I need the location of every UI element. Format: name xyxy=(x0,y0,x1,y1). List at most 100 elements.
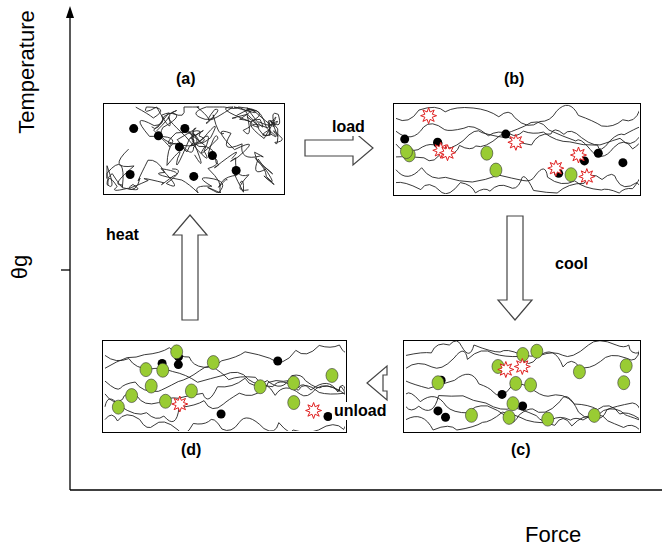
polymer-chain xyxy=(167,129,237,187)
frozen-segment xyxy=(620,359,632,373)
crosslink-dot xyxy=(400,135,409,144)
active-segment xyxy=(508,134,524,150)
polymer-chain xyxy=(396,130,639,161)
crosslink-dot xyxy=(518,402,527,411)
polymer-chain xyxy=(152,107,260,134)
state-box: (a) xyxy=(103,103,285,195)
process-arrow xyxy=(173,215,207,320)
frozen-segment xyxy=(573,365,585,379)
process-arrow xyxy=(367,366,387,400)
polymer-chain xyxy=(396,168,639,193)
active-segment xyxy=(440,145,456,161)
polymer-chain xyxy=(396,105,639,126)
polymer-network xyxy=(404,341,639,431)
state-label: (d) xyxy=(181,441,201,459)
frozen-segment xyxy=(525,378,537,392)
edge-label: load xyxy=(330,118,367,136)
polymer-chain xyxy=(108,160,244,193)
axis-tick xyxy=(61,269,70,270)
crosslink-dot xyxy=(126,170,135,179)
crosslink-dot xyxy=(174,360,183,369)
frozen-segment xyxy=(510,376,522,390)
crosslink-dot xyxy=(498,390,507,399)
polymer-network xyxy=(103,341,345,431)
frozen-segment xyxy=(503,410,515,424)
polymer-network xyxy=(394,104,639,194)
crosslink-dot xyxy=(594,149,603,158)
state-box: (b) xyxy=(393,103,641,196)
frozen-segment xyxy=(140,363,152,377)
crosslink-dot xyxy=(217,410,226,419)
frozen-segment xyxy=(490,163,502,177)
axis-arrowhead xyxy=(66,6,74,18)
active-segment xyxy=(421,108,437,124)
frozen-segment xyxy=(185,384,197,398)
polymer-chain xyxy=(406,412,639,430)
crosslink-dot xyxy=(441,413,450,422)
active-segment xyxy=(571,147,587,163)
active-segment xyxy=(579,169,595,185)
frozen-segment xyxy=(207,356,219,370)
frozen-segment xyxy=(465,408,477,422)
frozen-segment xyxy=(112,400,124,414)
crosslink-dot xyxy=(232,166,241,175)
frozen-segment xyxy=(288,376,300,390)
frozen-segment xyxy=(400,145,412,159)
temperature-axis xyxy=(69,14,70,490)
crosslink-dot xyxy=(189,172,198,181)
polymer-chain xyxy=(396,174,639,193)
polymer-chain xyxy=(396,124,639,150)
polymer-chain xyxy=(236,109,282,144)
crosslink-dot xyxy=(175,142,184,151)
crosslink-dot xyxy=(433,406,442,415)
frozen-segment xyxy=(288,396,300,410)
frozen-segment xyxy=(126,389,138,403)
axis-label: θg xyxy=(7,255,33,279)
frozen-segment xyxy=(432,376,444,390)
frozen-segment xyxy=(254,380,266,394)
frozen-segment xyxy=(160,394,172,408)
edge-label: cool xyxy=(553,255,590,273)
state-label: (b) xyxy=(504,70,524,88)
active-segment xyxy=(514,359,530,375)
frozen-segment xyxy=(481,146,493,160)
frozen-segment xyxy=(618,376,630,390)
active-segment xyxy=(306,403,322,419)
polymer-chain xyxy=(396,122,639,157)
crosslink-dot xyxy=(501,130,510,139)
crosslink-dot xyxy=(618,158,627,167)
frozen-segment xyxy=(531,344,543,358)
polymer-chain xyxy=(105,415,345,431)
frozen-segment xyxy=(588,408,600,422)
edge-label: heat xyxy=(104,226,141,244)
process-arrow xyxy=(305,131,373,165)
frozen-segment xyxy=(157,363,169,377)
crosslink-dot xyxy=(129,124,138,133)
polymer-chain xyxy=(406,396,639,426)
crosslink-dot xyxy=(154,131,163,140)
state-box: (c) xyxy=(403,340,641,433)
frozen-segment xyxy=(326,368,338,382)
active-segment xyxy=(172,396,188,412)
crosslink-dot xyxy=(273,357,282,366)
active-segment xyxy=(548,160,564,176)
crosslink-dot xyxy=(208,151,217,160)
polymer-chain xyxy=(105,385,345,421)
polymer-chain xyxy=(140,113,204,147)
state-label: (a) xyxy=(176,70,196,88)
state-label: (c) xyxy=(511,441,531,459)
state-box: (d) xyxy=(102,340,347,433)
frozen-segment xyxy=(542,412,554,426)
frozen-segment xyxy=(507,397,519,411)
crosslink-dot xyxy=(180,124,189,133)
active-segment xyxy=(498,362,514,378)
process-arrow xyxy=(498,216,532,320)
polymer-network xyxy=(104,104,283,193)
axis-label: Force xyxy=(525,522,581,548)
polymer-chain xyxy=(221,131,274,190)
frozen-segment xyxy=(565,168,577,182)
axis-label: Temperature xyxy=(14,10,40,134)
